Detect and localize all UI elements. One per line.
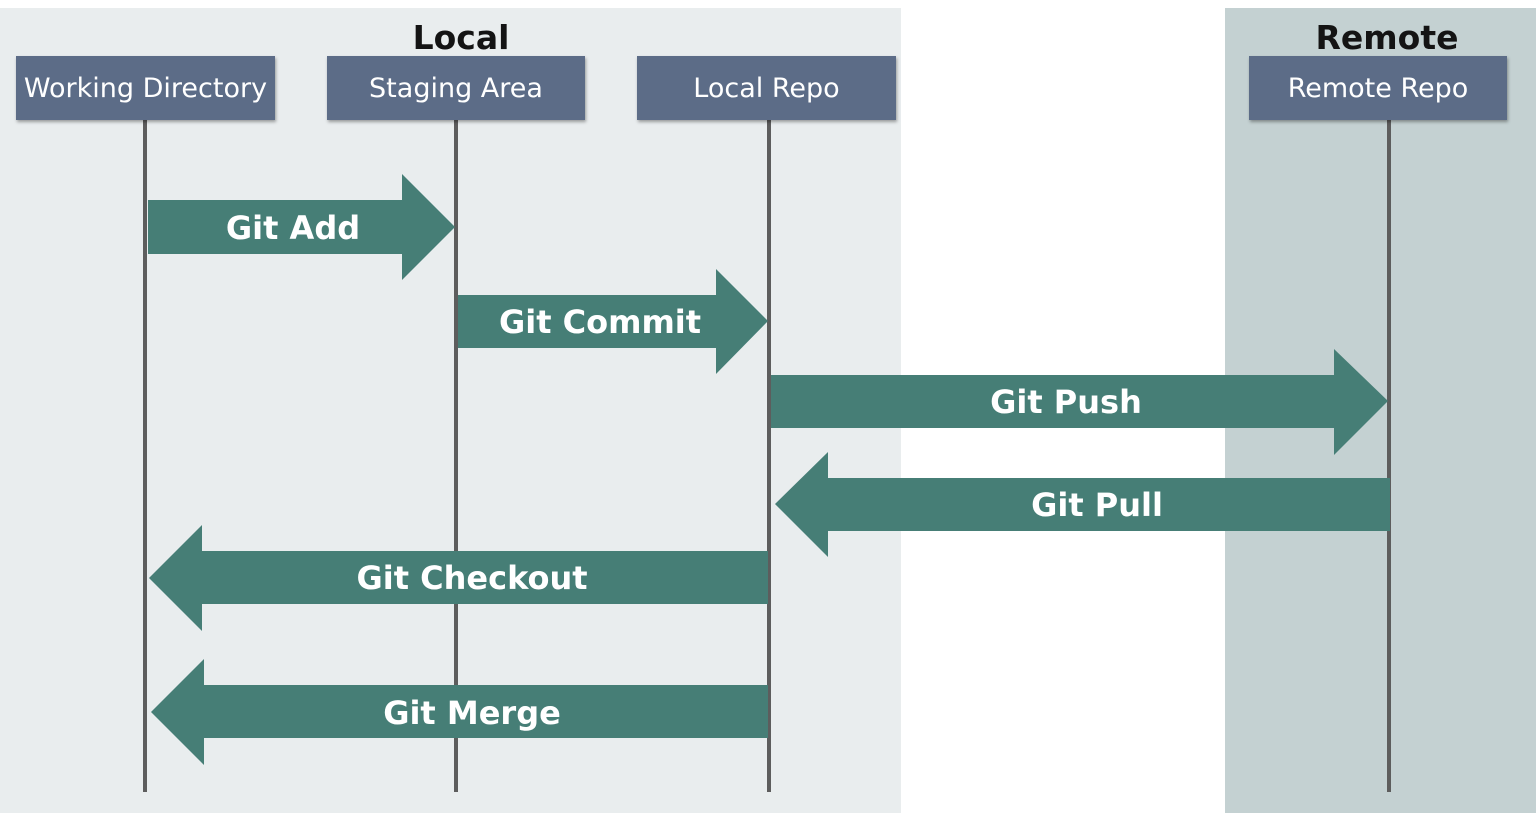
lifeline-working-directory <box>143 119 147 792</box>
arrow-label-git-add: Git Add <box>226 209 360 247</box>
lifeline-remote-repo <box>1387 119 1391 792</box>
arrow-label-git-commit: Git Commit <box>499 303 701 341</box>
node-local-repo: Local Repo <box>637 56 896 120</box>
arrow-git-pull: Git Pull <box>775 452 1390 557</box>
lifeline-local-repo <box>767 119 771 792</box>
arrow-label-git-pull: Git Pull <box>1031 486 1163 524</box>
arrow-git-commit: Git Commit <box>458 269 768 374</box>
arrow-git-checkout: Git Checkout <box>149 525 768 631</box>
arrow-git-merge: Git Merge <box>151 659 768 765</box>
node-working-directory: Working Directory <box>16 56 275 120</box>
arrow-git-add: Git Add <box>148 174 455 280</box>
remote-region-title: Remote <box>1315 18 1459 57</box>
local-region-title: Local <box>412 18 510 57</box>
arrow-label-git-checkout: Git Checkout <box>356 559 587 597</box>
arrow-git-push: Git Push <box>771 349 1388 455</box>
arrow-label-git-push: Git Push <box>990 383 1142 421</box>
node-staging-area: Staging Area <box>327 56 585 120</box>
local-region: Local <box>0 8 901 813</box>
lifeline-staging-area <box>454 119 458 792</box>
node-remote-repo: Remote Repo <box>1249 56 1507 120</box>
arrow-label-git-merge: Git Merge <box>383 694 561 732</box>
